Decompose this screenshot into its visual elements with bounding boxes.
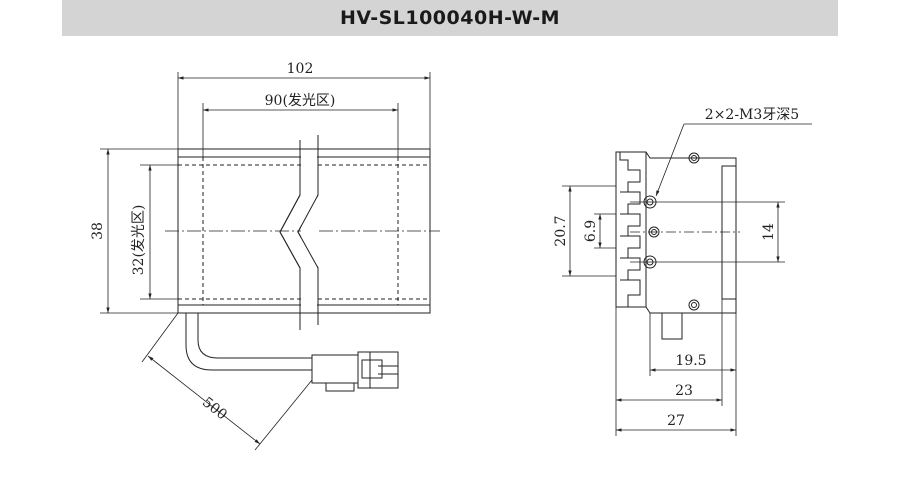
break-line-right-overlay [297, 135, 319, 325]
side-profile-outline [615, 151, 737, 314]
product-model-title: HV-SL100040H-W-M [339, 7, 561, 29]
hole-note-leader [655, 123, 685, 197]
label-depth-inner: 19.5 [675, 353, 706, 369]
side-window [721, 165, 737, 300]
screw-top-icon [688, 152, 700, 164]
label-depth-total: 27 [667, 413, 685, 429]
cable-exit [661, 312, 683, 340]
label-overall-height: 38 [90, 222, 106, 240]
side-view [562, 123, 812, 436]
connector-housing [311, 354, 359, 384]
cable-outer [185, 313, 312, 371]
break-line-left-overlay [279, 140, 301, 330]
label-overall-width: 102 [287, 61, 314, 77]
label-hole-note: 2×2-M3牙深5 [705, 107, 799, 123]
screw-bottom-icon [688, 299, 700, 311]
label-emitting-height: 32(发光区) [131, 205, 147, 276]
label-cable-length: 500 [199, 394, 230, 423]
front-view [100, 72, 440, 451]
connector-plug [357, 351, 399, 389]
label-emitting-width: 90(发光区) [265, 93, 336, 109]
label-mount-height: 14 [761, 223, 777, 241]
label-hole-pitch: 20.7 [553, 215, 569, 246]
connector-latch [325, 382, 355, 392]
label-slot-pitch: 6.9 [583, 220, 599, 242]
dim-cable-length [147, 355, 261, 445]
title-bar: HV-SL100040H-W-M [62, 0, 838, 36]
cable-inner [197, 313, 312, 359]
label-depth-mid: 23 [675, 383, 693, 399]
break-line-left [279, 140, 301, 330]
